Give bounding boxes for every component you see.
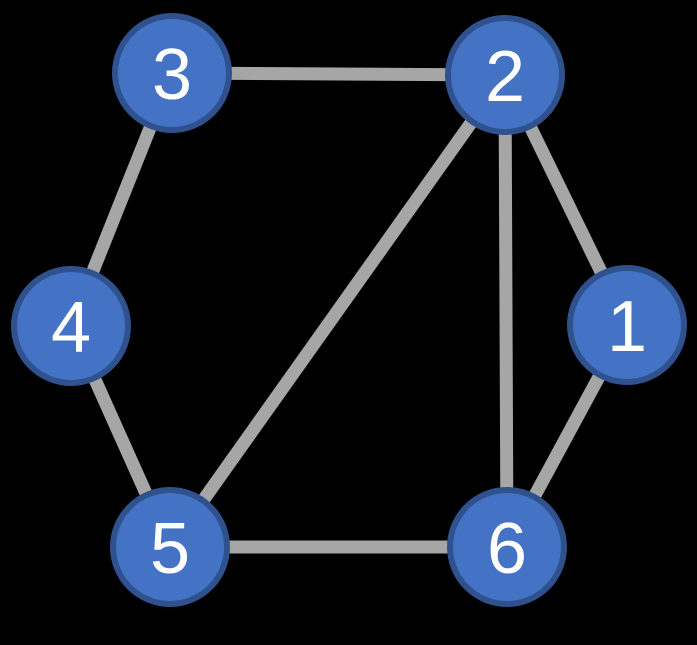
node-label-4: 4: [51, 288, 91, 368]
node-circle-2[interactable]: [445, 15, 565, 135]
node-label-1: 1: [607, 287, 647, 367]
node-circle-5[interactable]: [110, 487, 230, 607]
node-5[interactable]: 5: [110, 487, 230, 607]
edge-6-2: [498, 74, 514, 548]
node-label-2: 2: [485, 37, 525, 117]
node-3[interactable]: 3: [112, 13, 232, 133]
node-circle-6[interactable]: [447, 487, 567, 607]
node-circle-3[interactable]: [112, 13, 232, 133]
node-1[interactable]: 1: [567, 265, 687, 385]
node-circle-1[interactable]: [567, 265, 687, 385]
node-4[interactable]: 4: [11, 266, 131, 386]
edges-layer: [64, 66, 633, 554]
node-circle-4[interactable]: [11, 266, 131, 386]
node-label-5: 5: [150, 509, 190, 589]
node-2[interactable]: 2: [445, 15, 565, 135]
node-label-3: 3: [152, 35, 192, 115]
nodes-layer: 1 2 3 4 5 6: [11, 13, 687, 607]
edge-5-2: [164, 71, 511, 551]
node-6[interactable]: 6: [447, 487, 567, 607]
node-label-6: 6: [487, 509, 527, 589]
